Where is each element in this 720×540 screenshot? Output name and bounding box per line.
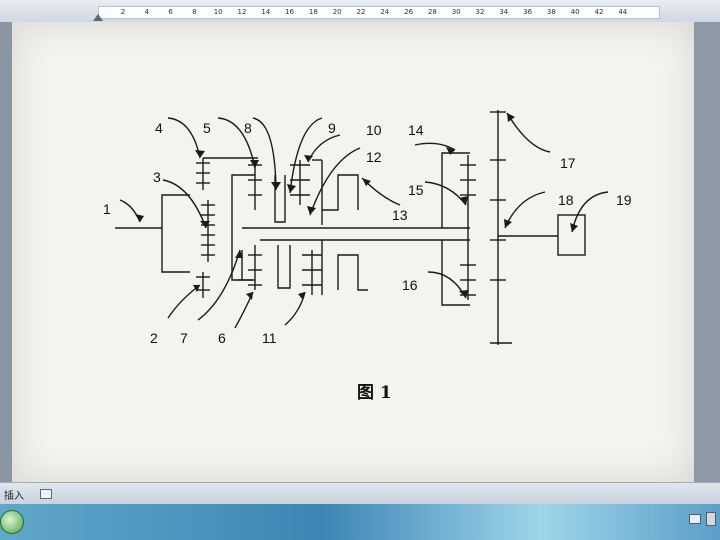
label-10: 10 xyxy=(366,122,382,138)
tray-monitor-icon[interactable] xyxy=(689,514,701,524)
view-mode-icon[interactable] xyxy=(40,489,52,499)
label-19: 19 xyxy=(616,192,632,208)
ruler-tick-label: 42 xyxy=(594,8,604,16)
label-18: 18 xyxy=(558,192,574,208)
ruler-tick-label: 34 xyxy=(499,8,509,16)
label-14: 14 xyxy=(408,122,424,138)
figure-caption: 图 1 xyxy=(357,383,392,403)
ruler-tick-label: 38 xyxy=(546,8,556,16)
label-9: 9 xyxy=(328,120,336,136)
start-button[interactable] xyxy=(0,510,24,534)
tray-device-icon[interactable] xyxy=(706,512,716,526)
indent-marker-icon[interactable] xyxy=(93,14,103,21)
ruler-tick-label: 20 xyxy=(332,8,342,16)
status-bar: 插入 xyxy=(0,482,720,505)
diagram-lines xyxy=(115,110,609,345)
ruler-tick-label: 28 xyxy=(427,8,437,16)
ruler-tick-label: 6 xyxy=(168,8,173,16)
label-1: 1 xyxy=(103,201,111,217)
ruler-tick-label: 18 xyxy=(308,8,318,16)
insert-mode-label[interactable]: 插入 xyxy=(4,491,24,502)
label-4: 4 xyxy=(155,120,163,136)
ruler-tick-label: 22 xyxy=(356,8,366,16)
ruler-tick-label: 12 xyxy=(237,8,247,16)
part-labels: 1 2 3 4 5 6 7 8 9 10 11 12 13 14 15 16 1… xyxy=(103,120,632,403)
ruler-tick-label: 10 xyxy=(213,8,223,16)
document-page[interactable]: 1 2 3 4 5 6 7 8 9 10 11 12 13 14 15 16 1… xyxy=(12,22,694,482)
left-margin-area xyxy=(0,22,12,482)
ruler-tick-label: 36 xyxy=(523,8,533,16)
ruler-tick-label: 16 xyxy=(285,8,295,16)
label-6: 6 xyxy=(218,330,226,346)
ruler-tick-label: 14 xyxy=(261,8,271,16)
label-7: 7 xyxy=(180,330,188,346)
ruler-tick-label: 44 xyxy=(618,8,628,16)
arrowheads xyxy=(135,113,578,300)
ruler-tick-label: 2 xyxy=(120,8,126,16)
ruler-tick-label: 32 xyxy=(475,8,485,16)
ruler-tick-label: 40 xyxy=(570,8,580,16)
ruler-tick-label: 24 xyxy=(380,8,390,16)
label-16: 16 xyxy=(402,277,418,293)
right-scroll-area[interactable] xyxy=(694,22,720,482)
ruler-tick-label: 30 xyxy=(451,8,461,16)
gear-transmission-diagram: 1 2 3 4 5 6 7 8 9 10 11 12 13 14 15 16 1… xyxy=(103,110,632,403)
label-17: 17 xyxy=(560,155,576,171)
label-13: 13 xyxy=(392,207,408,223)
label-5: 5 xyxy=(203,120,211,136)
label-8: 8 xyxy=(244,120,252,136)
ruler-tick-label: 8 xyxy=(192,8,197,16)
ruler-tick-label: 26 xyxy=(404,8,414,16)
label-2: 2 xyxy=(150,330,158,346)
taskbar xyxy=(0,504,720,540)
label-15: 15 xyxy=(408,182,424,198)
label-3: 3 xyxy=(153,169,161,185)
ruler-tick-label: 4 xyxy=(144,8,150,16)
label-11: 11 xyxy=(262,330,277,346)
label-12: 12 xyxy=(366,149,382,165)
